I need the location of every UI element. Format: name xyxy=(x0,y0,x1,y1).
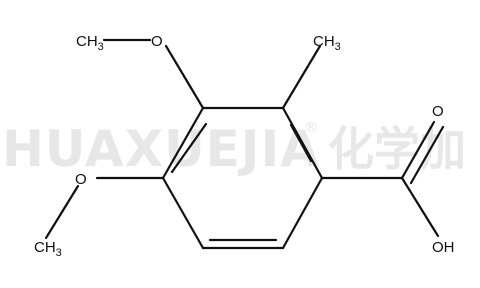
watermark-chinese: 化学加 xyxy=(328,122,466,176)
watermark: HUAXUEJIA ® 化学加 xyxy=(2,120,466,178)
label-o-left: O xyxy=(75,171,87,188)
label-oh: OH xyxy=(432,239,455,256)
bond-ring-methyl xyxy=(281,44,322,110)
label-ch3-top-left: CH3 xyxy=(76,33,104,53)
atom-labels: CH3 O CH3 O O CH3 OH xyxy=(34,33,455,259)
ring-bond-top-right xyxy=(281,106,324,180)
label-ch3-top-right: CH3 xyxy=(313,33,341,53)
label-ch3-bottom-left: CH3 xyxy=(34,239,62,259)
ring-bond-top-left-inner xyxy=(170,122,208,174)
ring-bond-bottom-left xyxy=(161,176,205,250)
bond-o-left-ch3 xyxy=(44,184,80,240)
bond-carbonyl-2 xyxy=(409,125,445,185)
bond-c-oh xyxy=(400,176,440,238)
watermark-latin: HUAXUEJIA xyxy=(2,120,320,178)
ring-bond-top-left xyxy=(161,106,205,180)
bonds xyxy=(44,38,445,250)
ring-bond-bottom-right xyxy=(281,176,324,250)
ring-bond-top-right-inner xyxy=(289,123,313,163)
bond-carbonyl-1 xyxy=(400,120,436,180)
watermark-registered-mark: ® xyxy=(304,120,318,136)
bond-ring-o-top xyxy=(164,44,205,110)
label-o-carbonyl: O xyxy=(432,103,444,120)
label-o-top: O xyxy=(151,33,163,50)
